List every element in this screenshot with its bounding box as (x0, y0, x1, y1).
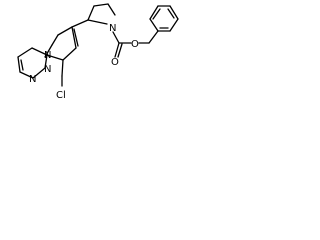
atom-n-pyrimidine: N (44, 50, 51, 61)
bonds (17, 3, 179, 87)
atom-n-pyrazole: N (29, 74, 36, 85)
chemical-structure: N N N N O O Cl (17, 3, 179, 101)
atom-o-carbonyl: O (111, 57, 119, 68)
atom-chlorine: Cl (56, 90, 66, 101)
atom-n-pyrrolidine: N (109, 23, 116, 34)
atom-o-ester: O (131, 39, 139, 50)
atom-n-bridge: N (44, 64, 51, 75)
